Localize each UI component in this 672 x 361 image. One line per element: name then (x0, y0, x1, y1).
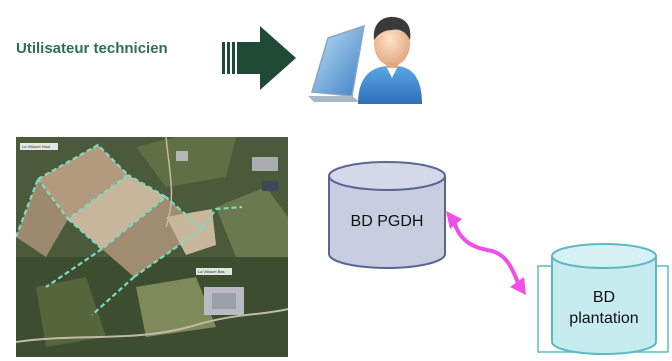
database-plantation-label: BD plantation (545, 287, 663, 329)
field-1 (38, 145, 128, 219)
field-3 (16, 179, 68, 257)
database-pgdh-label: BD PGDH (350, 213, 424, 230)
pond (262, 181, 278, 191)
building (212, 293, 236, 309)
field-5 (166, 209, 216, 255)
aerial-map: La Villouet Haut La Villouet Bas (16, 137, 288, 357)
database-plantation-icon (537, 243, 669, 355)
building (176, 151, 188, 161)
block-arrow-icon (222, 26, 296, 90)
user-at-computer-icon (308, 16, 422, 104)
building (252, 157, 278, 171)
map-label-bottom: La Villouet Bas (198, 269, 225, 274)
database-plantation-label-line2: plantation (569, 310, 639, 327)
field-6 (216, 187, 288, 257)
map-label-top: La Villouet Haut (22, 144, 51, 149)
parcel-outline (16, 143, 243, 316)
field-2 (68, 175, 166, 249)
database-pgdh-icon (328, 161, 446, 269)
database-plantation-label-line1: BD (592, 289, 616, 306)
field-9 (36, 277, 106, 347)
field-8 (136, 277, 216, 337)
user-label: Utilisateur technicien (16, 40, 168, 57)
sync-double-arrow-icon (446, 211, 526, 295)
field-7 (136, 137, 236, 187)
